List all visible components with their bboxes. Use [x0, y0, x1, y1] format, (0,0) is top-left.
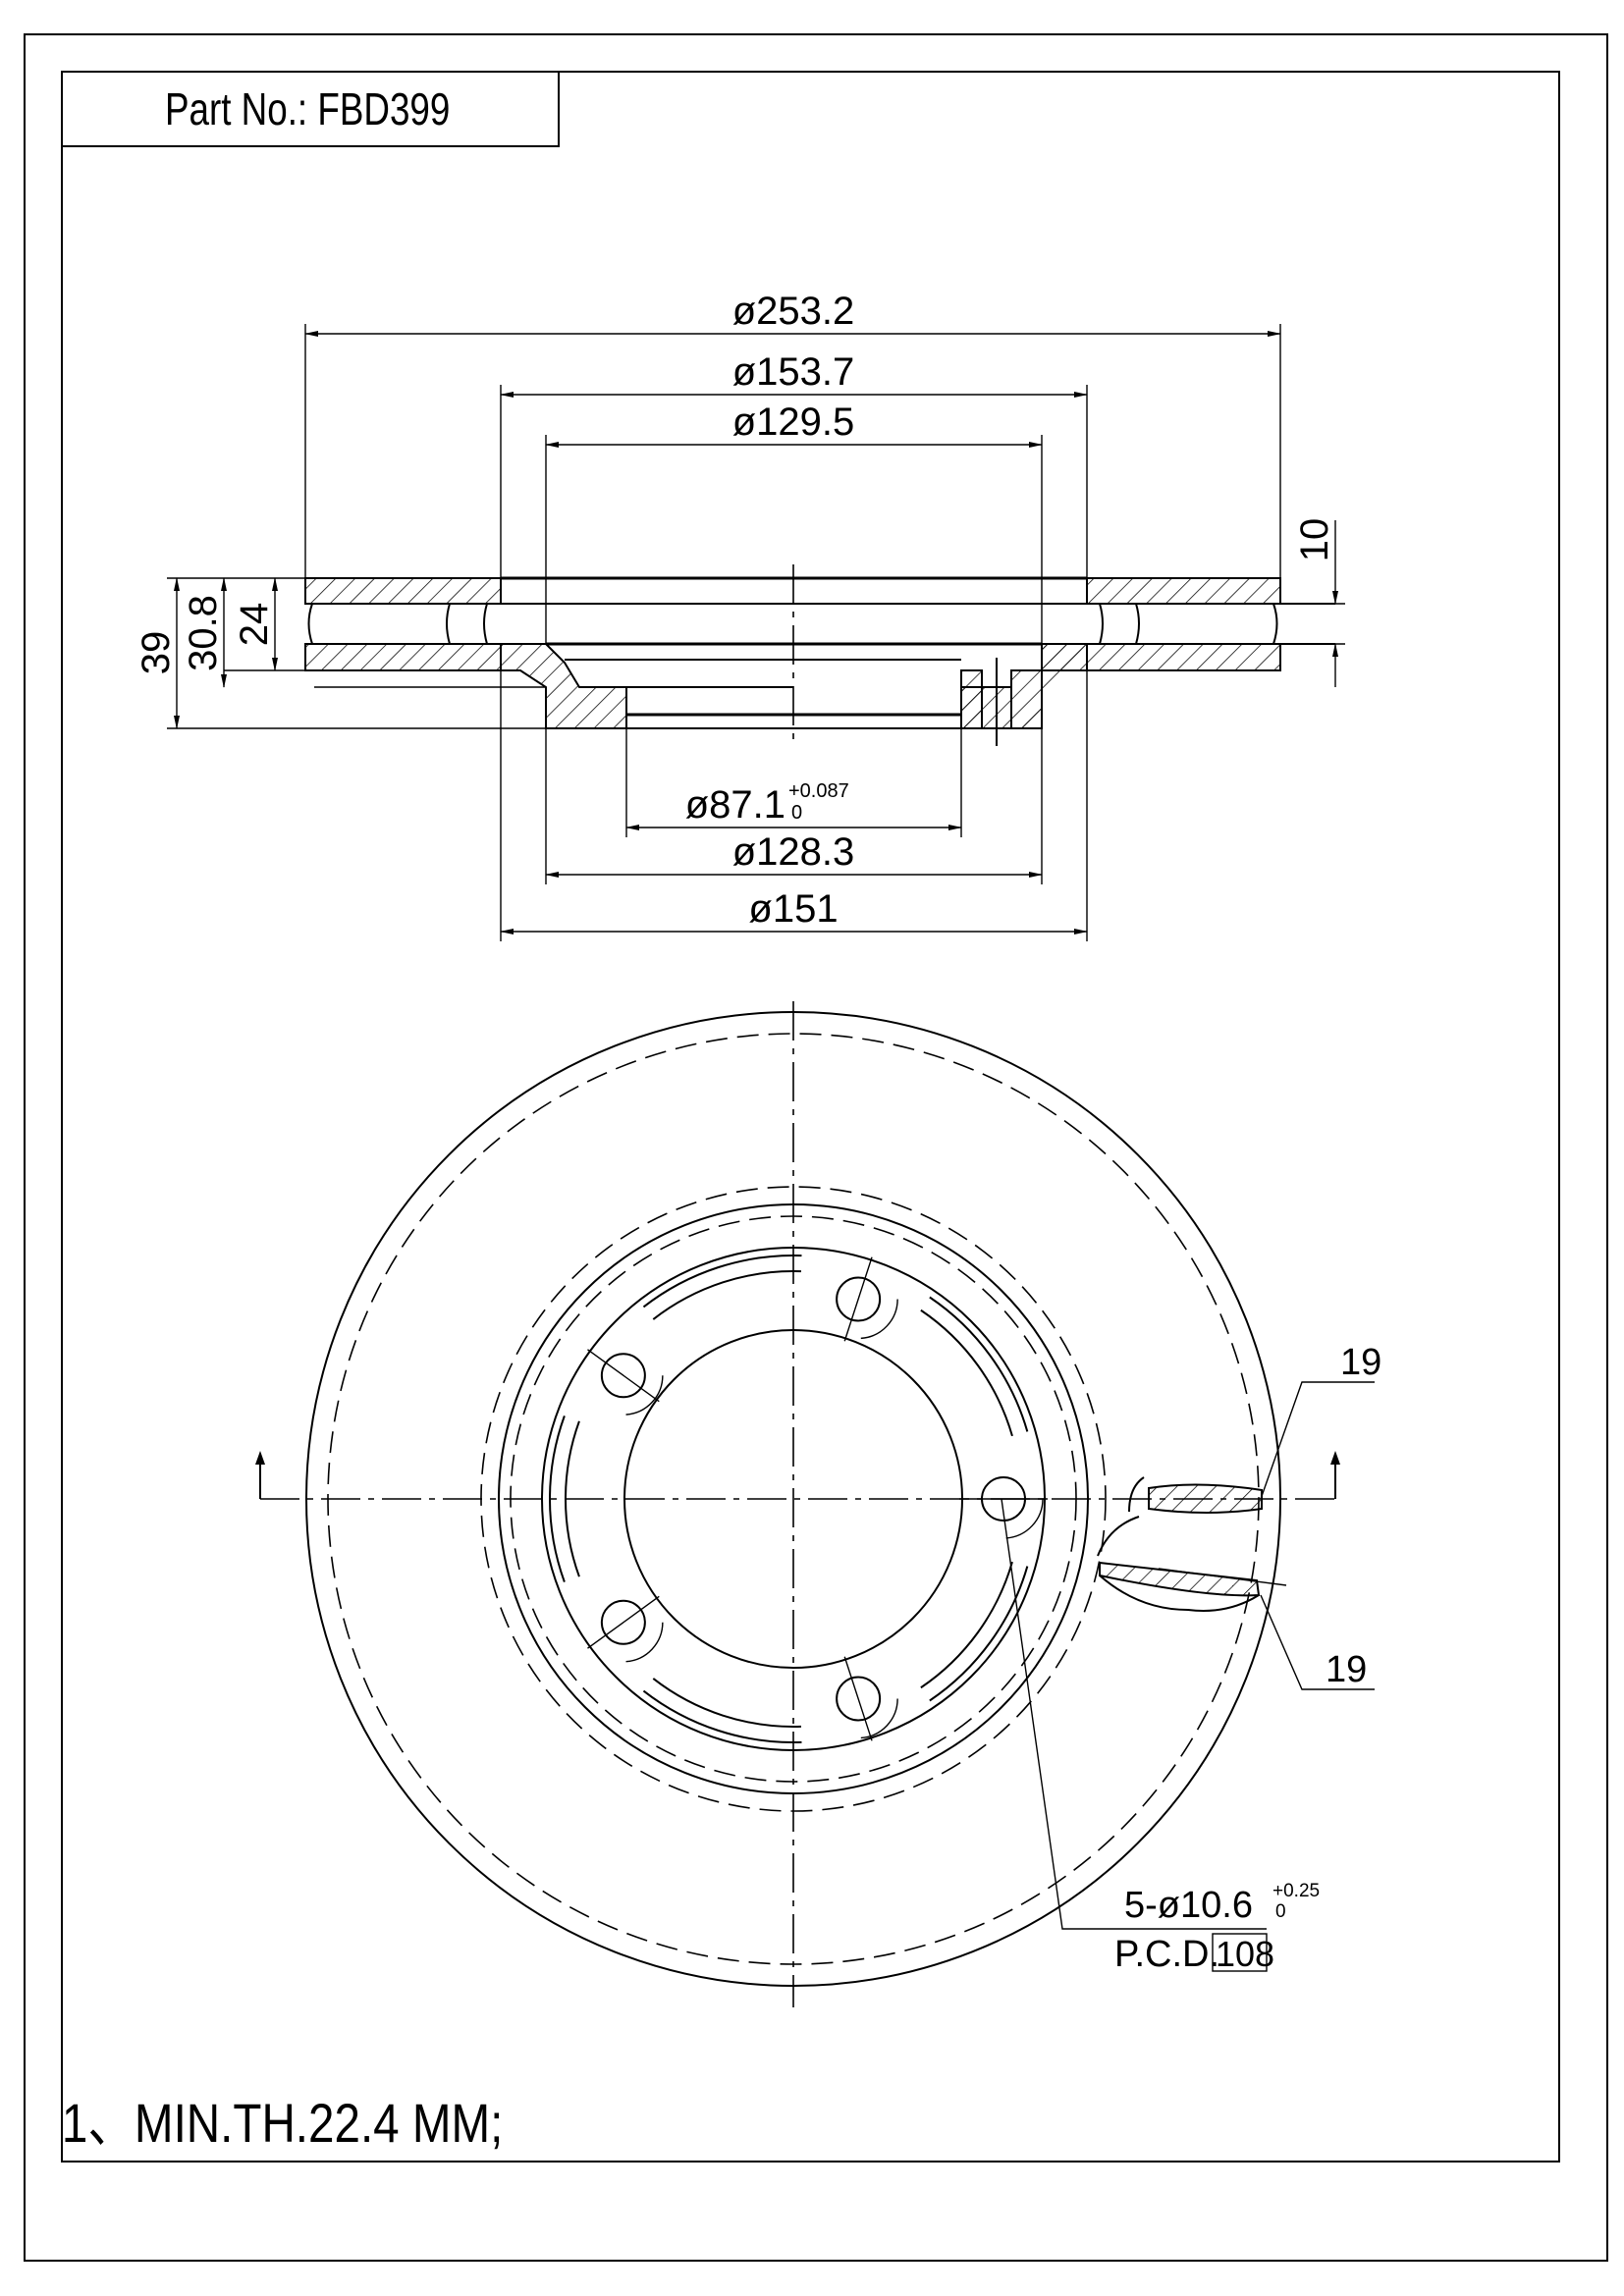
bolt-tol-lower: 0 [1275, 1901, 1286, 1922]
dim-outer-diameter: ø253.2 [732, 290, 855, 333]
inner-frame [61, 71, 1560, 2163]
hat-slot [642, 1255, 802, 1308]
hat-slot [929, 1566, 1029, 1702]
vane-label-top: 19 [1340, 1342, 1381, 1383]
bolt-leader [1001, 1498, 1267, 1930]
bolt-hole [836, 1676, 882, 1722]
hat-slot [565, 1420, 580, 1577]
vane-leader-bottom [1260, 1594, 1375, 1690]
dim-hat-inner-diameter: ø129.5 [732, 400, 855, 444]
dim-hat-height: 30.8 [182, 595, 225, 671]
bolt-hole-axis [843, 1256, 873, 1342]
vane-section-top [1148, 1483, 1263, 1514]
dim-center-bore: ø87.1 [685, 783, 785, 827]
dim-overall-height: 39 [135, 631, 178, 675]
note-min-thickness: 1、MIN.TH.22.4 MM; [62, 2093, 503, 2154]
bolt-boss [818, 1258, 898, 1340]
dim-vane-gap: 10 [1293, 518, 1336, 562]
bolt-boss [583, 1582, 664, 1663]
dim-center-bore-tol-lower: 0 [791, 802, 802, 824]
dim-hat-outer-diameter: ø153.7 [732, 350, 855, 394]
bolt-hole-axis [843, 1656, 873, 1741]
hat-slot [920, 1308, 1013, 1437]
bolt-hole [600, 1599, 646, 1645]
dim-disc-thickness: 24 [233, 603, 276, 647]
bolt-hole-axis [587, 1595, 660, 1649]
disc-outer-edge [305, 1011, 1281, 1987]
dim-hub-inner-diameter: ø128.3 [732, 830, 855, 874]
left-friction-face-bottom [304, 643, 502, 671]
bolt-boss [818, 1658, 898, 1739]
bolt-hole [600, 1353, 646, 1399]
vane-leader-top [1260, 1381, 1375, 1500]
bolt-hole-axis [587, 1349, 660, 1403]
hat-slot [642, 1689, 802, 1743]
bolt-hole [836, 1276, 882, 1322]
left-friction-face-top [304, 577, 502, 605]
hat-slot [548, 1415, 566, 1582]
hat-slot [652, 1678, 801, 1728]
hat-slot [652, 1270, 801, 1320]
bolt-hole-spec: 5-ø10.6 [1124, 1885, 1253, 1926]
pcd-label: P.C.D. [1114, 1934, 1219, 1975]
hat-slot [929, 1296, 1029, 1432]
right-friction-face-bottom [1086, 643, 1281, 671]
hat-slot [920, 1561, 1013, 1689]
section-view: ø253.2 ø153.7 ø129.5 ø87.1 +0.087 0 ø128… [135, 290, 1345, 941]
dim-center-bore-tol-upper: +0.087 [788, 780, 849, 802]
front-view: 19 19 5-ø10.6 +0.25 0 P.C.D. 108 [255, 1001, 1381, 2007]
pcd-value: 108 [1216, 1934, 1274, 1974]
right-friction-face-top [1086, 577, 1281, 605]
bolt-boss [583, 1335, 664, 1415]
bolt-tol-upper: +0.25 [1272, 1881, 1320, 1901]
vane-label-bottom: 19 [1326, 1649, 1367, 1690]
part-number-label: Part No.: FBD399 [165, 83, 450, 134]
outer-frame [24, 33, 1608, 2262]
dim-hub-outer-diameter: ø151 [748, 887, 838, 931]
title-block [61, 71, 560, 147]
